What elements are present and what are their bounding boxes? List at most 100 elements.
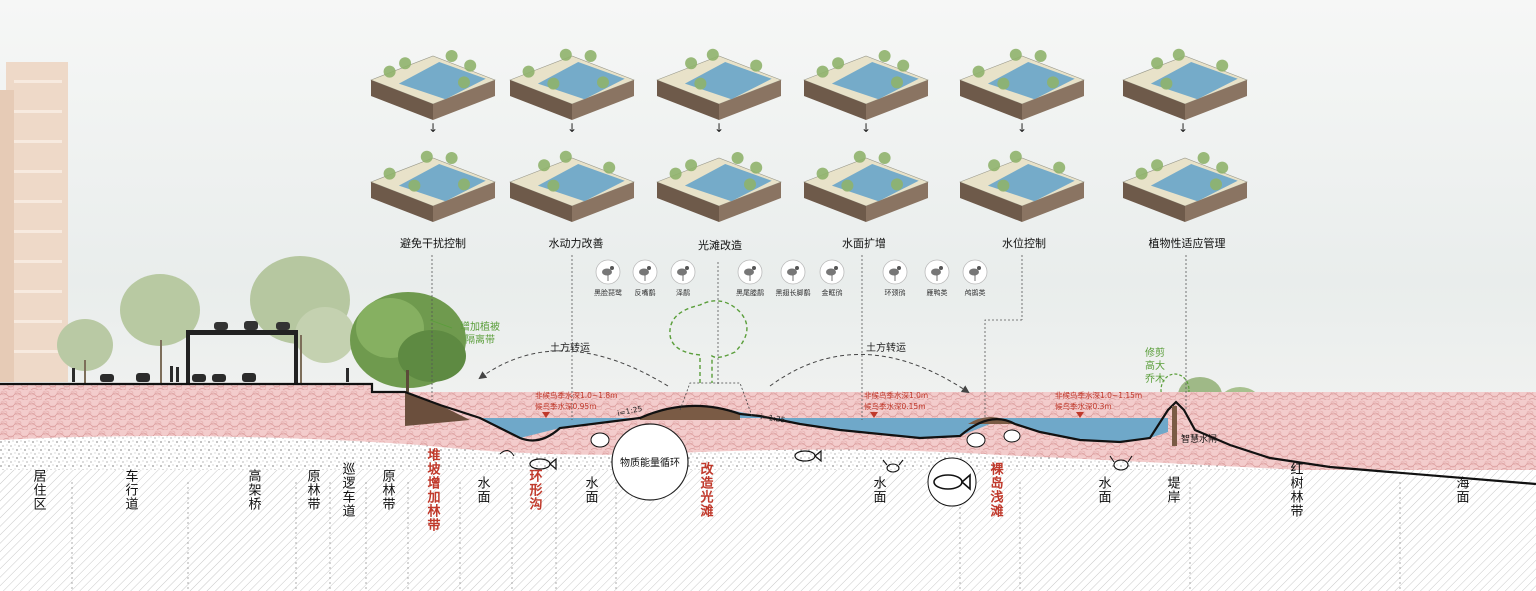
zone-label: 居住区 xyxy=(31,469,47,511)
down-arrow-icon: ↓ xyxy=(1017,121,1027,135)
bird-icon xyxy=(595,259,621,285)
bird-name: 雁鸭类 xyxy=(927,288,948,297)
trim-trees-note: 高大 xyxy=(1145,359,1165,372)
strategy-thumbnail xyxy=(370,50,496,120)
zone-label: 巡逻车道 xyxy=(340,462,356,518)
earth-transfer-label: 土方转运 xyxy=(550,341,590,354)
hatched-ground xyxy=(0,470,1536,591)
beach-outline xyxy=(679,382,753,417)
strategy-label: 光滩改造 xyxy=(698,238,742,252)
dashed-tree-outline xyxy=(669,300,748,383)
strategy-thumbnails xyxy=(370,48,1248,222)
bird-name: 金眶鸻 xyxy=(822,288,843,297)
water-depth-note: 候鸟季水深0.95m xyxy=(535,401,597,411)
bare-island-guide xyxy=(984,319,1022,420)
down-arrow-icon: ↓ xyxy=(567,121,577,135)
fish-icon xyxy=(529,449,822,471)
zone-label: 车行道 xyxy=(123,468,139,511)
ground-profile-line xyxy=(0,382,1536,486)
bird-icon xyxy=(780,259,806,285)
zone-label: 原林带 xyxy=(305,469,321,511)
water-depth-note: 非候鸟季水深1.0~1.8m xyxy=(535,390,617,400)
earth-transfer-label: 土方转运 xyxy=(866,341,906,354)
add-vegetation-note: 增加植被 xyxy=(460,320,500,333)
zone-labels: 居住区车行道高架桥原林带巡逻车道原林带堆坡增加林带水面环形沟水面改造光滩水面裸岛… xyxy=(31,447,1470,532)
zone-label: 红树林带 xyxy=(1288,461,1304,518)
zone-label: 堤岸 xyxy=(1165,476,1181,504)
strategy-thumbnail xyxy=(1122,152,1248,222)
strategy-thumbnail xyxy=(656,152,782,222)
residential-tower xyxy=(0,62,68,382)
large-fish-icon xyxy=(927,457,977,507)
zone-dividers xyxy=(71,482,1401,591)
shell-icon xyxy=(590,429,1021,448)
bird-icon xyxy=(632,259,658,285)
bird-name: 黑脸琵鹭 xyxy=(594,288,622,297)
strategy-thumbnail xyxy=(509,150,635,222)
zone-label: 高架桥 xyxy=(246,468,262,511)
add-vegetation-leader xyxy=(429,319,453,329)
strategy-label: 水面扩增 xyxy=(842,236,886,250)
crab-icon xyxy=(882,455,1133,473)
strategy-thumbnail xyxy=(370,150,496,222)
bird-name: 反嘴鹬 xyxy=(635,288,656,297)
zone-label: 水面 xyxy=(475,476,491,504)
bird-icons xyxy=(595,259,988,285)
background-trees-left xyxy=(57,256,355,385)
zone-label: 水面 xyxy=(583,476,599,504)
bird-icon xyxy=(962,259,988,285)
water-depth-note: 候鸟季水深0.3m xyxy=(1055,401,1112,411)
down-arrow-icon: ↓ xyxy=(714,121,724,135)
earth-transfer-arrow-right xyxy=(769,354,970,394)
pond-water xyxy=(462,408,1168,442)
bird-icon xyxy=(819,259,845,285)
strategy-thumbnail xyxy=(803,150,929,222)
bird-icon xyxy=(670,259,696,285)
zone-label: 水面 xyxy=(1096,476,1112,504)
material-cycle-circle xyxy=(611,423,689,501)
strategy-label: 避免干扰控制 xyxy=(400,236,466,250)
material-cycle-label: 物质能量循环 xyxy=(620,456,680,469)
down-arrow-icon: ↓ xyxy=(861,121,871,135)
slope-ratio: i=1:25 xyxy=(760,412,786,424)
strategy-label: 水动力改善 xyxy=(549,236,604,250)
sluice-post xyxy=(1172,406,1177,446)
bird-icon xyxy=(882,259,908,285)
bird-name: 泽鹬 xyxy=(676,288,690,297)
bird-name: 黑翅长脚鹬 xyxy=(776,288,811,297)
bird-icon xyxy=(924,259,950,285)
zone-label: 水面 xyxy=(871,476,887,504)
road-traffic xyxy=(72,366,349,382)
strategy-label: 植物性适应管理 xyxy=(1149,236,1226,250)
planted-slope-fill xyxy=(405,392,470,426)
bird-name: 环颈鸻 xyxy=(885,288,906,297)
elevated-bridge xyxy=(186,321,298,384)
strategy-guide-lines xyxy=(431,255,1187,420)
bird-name: 鸬鹚类 xyxy=(965,288,986,297)
strategy-thumbnail xyxy=(1122,48,1248,120)
trim-trees-note: 乔木 xyxy=(1145,373,1165,385)
strategy-thumbnail xyxy=(803,50,929,120)
add-vegetation-note: 隔离带 xyxy=(465,333,495,346)
water-depth-note: 候鸟季水深0.15m xyxy=(864,401,926,411)
down-arrow-icon: ↓ xyxy=(428,121,438,135)
earth-transfer-arrow-left xyxy=(478,350,669,387)
bird-name: 黑尾塍鹬 xyxy=(736,288,764,297)
zone-label: 原林带 xyxy=(380,469,396,511)
smart-sluice-label: 智慧水闸 xyxy=(1181,433,1217,445)
strategy-thumbnail xyxy=(959,150,1085,222)
modified-beach-mound xyxy=(640,405,740,420)
shrimp-icon xyxy=(499,450,515,457)
strategy-thumbnail xyxy=(656,48,782,120)
zone-label: 改造光滩 xyxy=(698,461,715,518)
water-level-markers xyxy=(542,412,1084,418)
bird-icon xyxy=(737,259,763,285)
strategy-label: 水位控制 xyxy=(1002,236,1046,250)
zone-label: 裸岛浅滩 xyxy=(988,461,1004,518)
zone-label: 环形沟 xyxy=(527,469,543,511)
down-arrow-icon: ↓ xyxy=(1178,121,1188,135)
water-depth-note: 非候鸟季水深1.0~1.15m xyxy=(1055,390,1142,400)
water-depth-note: 非候鸟季水深1.0m xyxy=(864,390,928,400)
